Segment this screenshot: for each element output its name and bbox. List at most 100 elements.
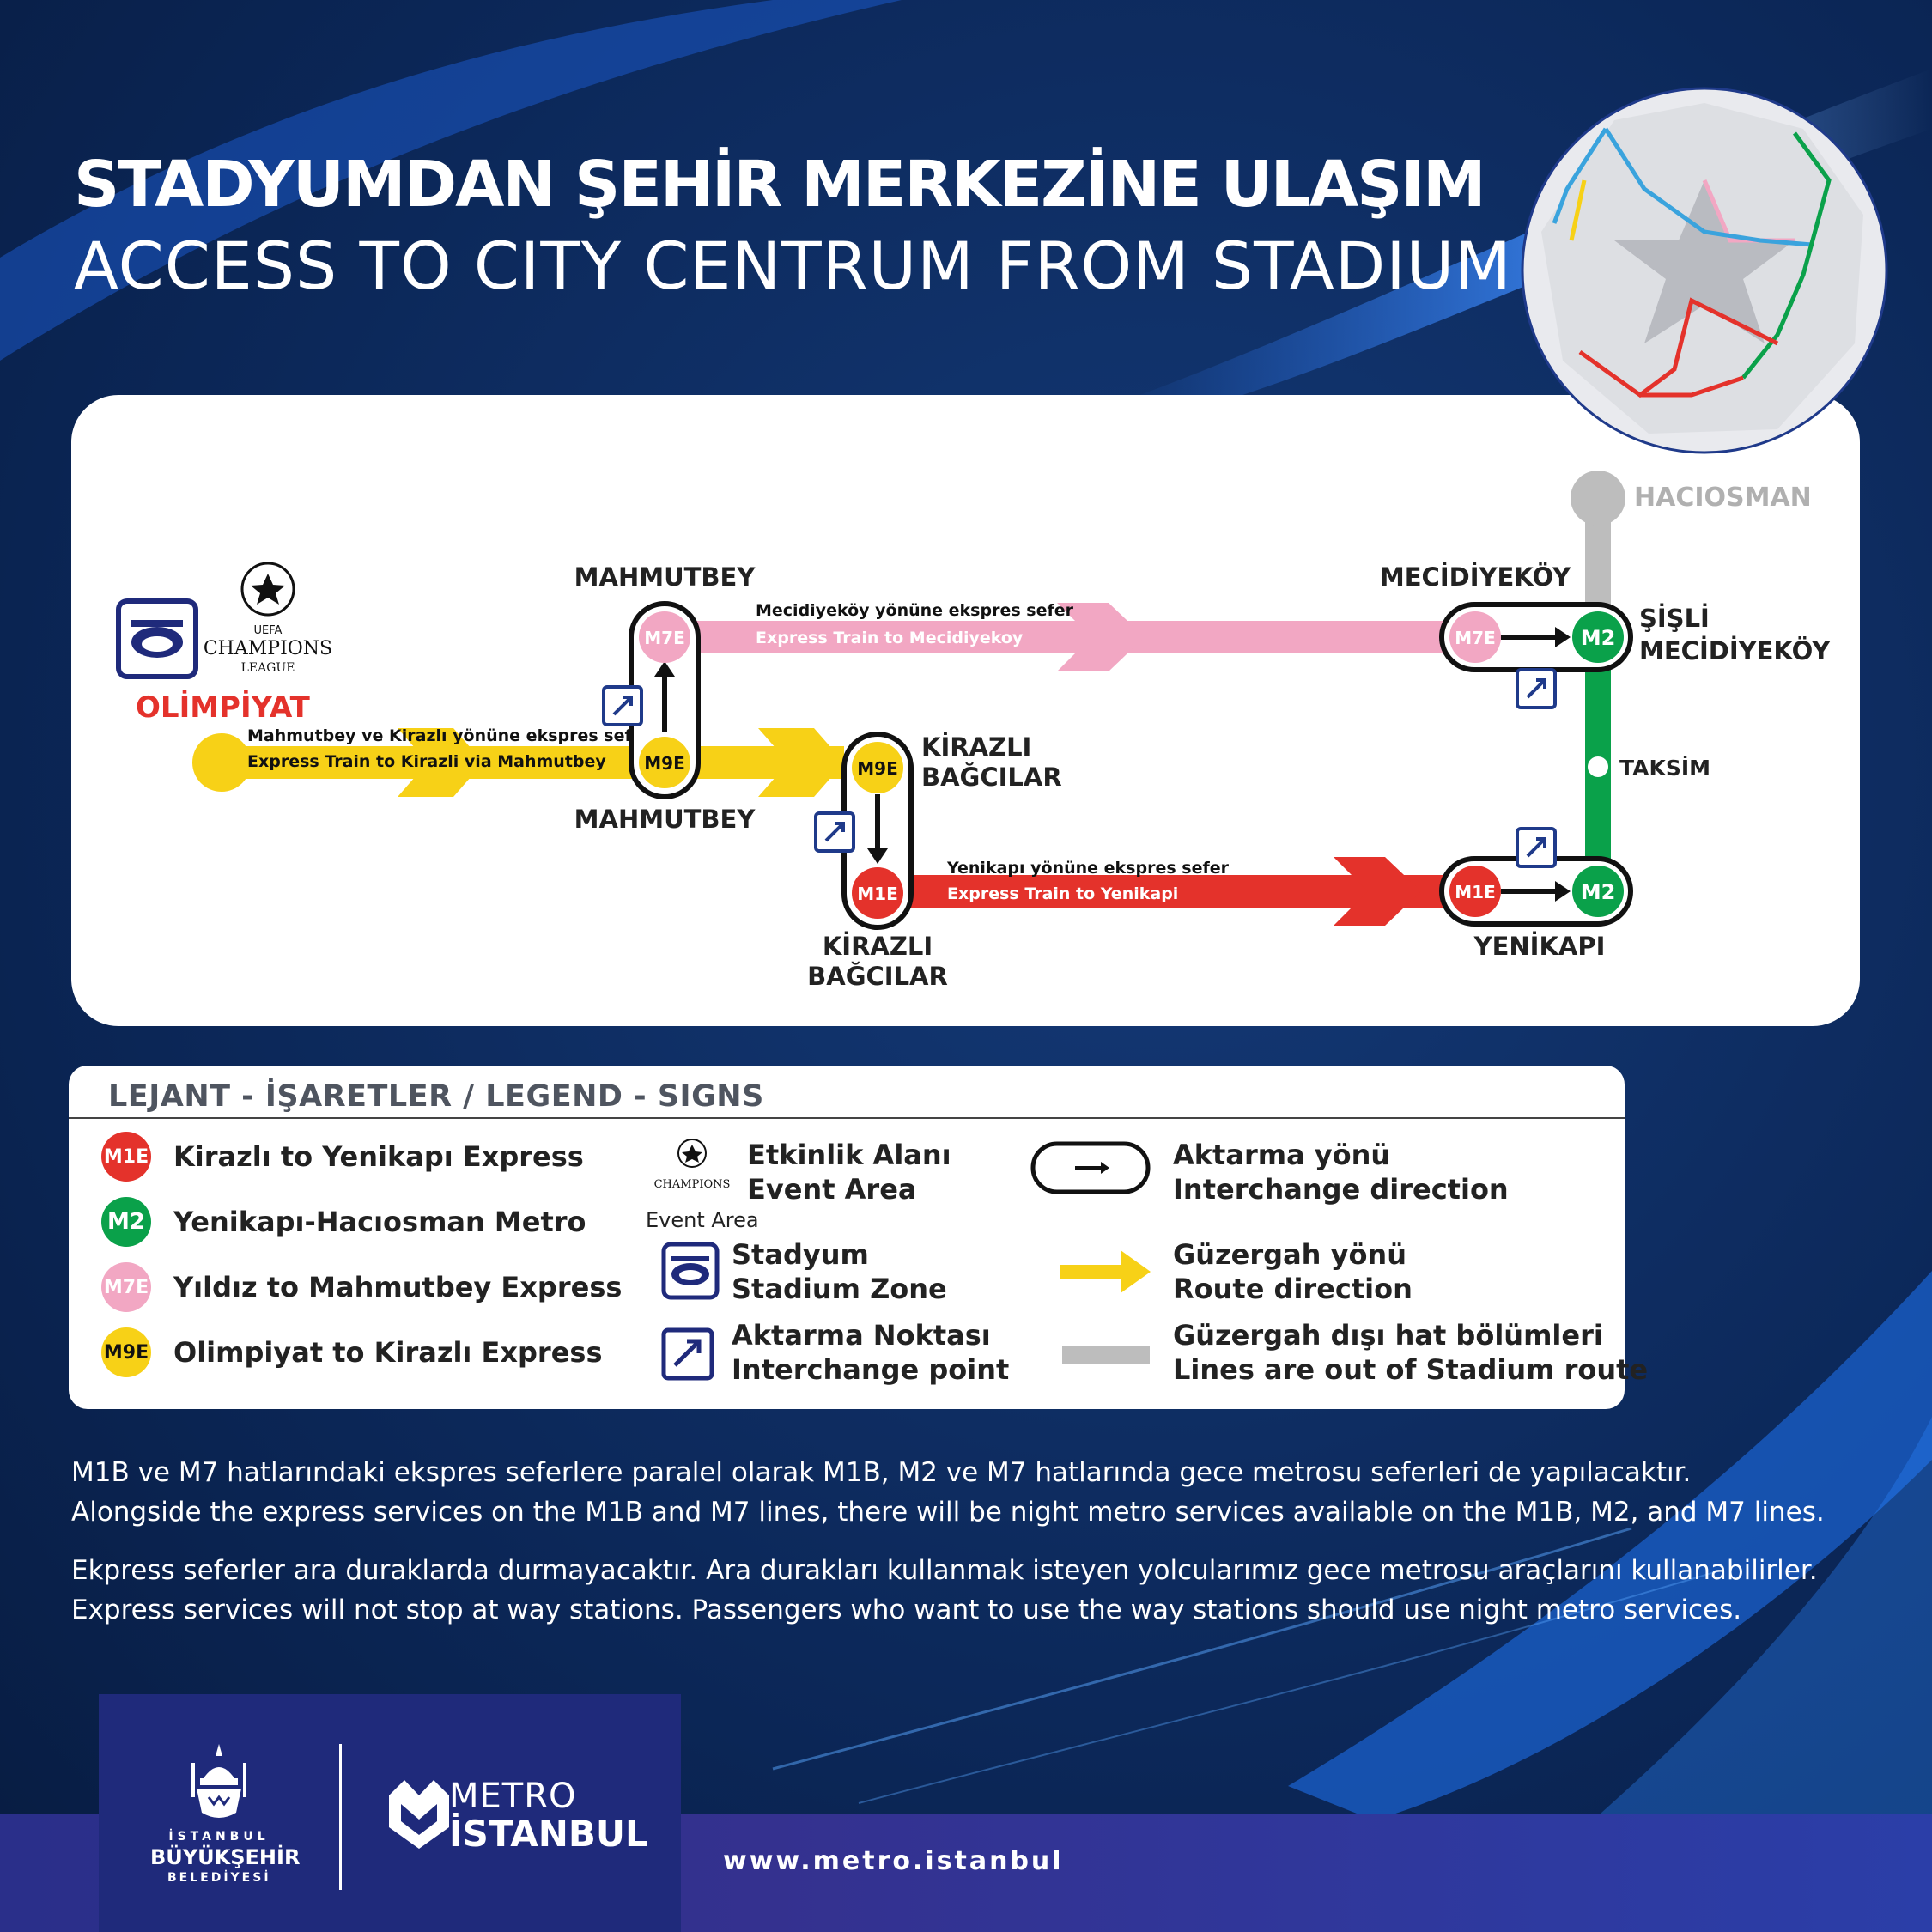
kirazli-top-label: KİRAZLI (921, 732, 1031, 762)
m9-badge: M9E (101, 1327, 151, 1377)
mahmutbey-m7-badge (639, 611, 690, 663)
legend-title: LEJANT - İŞARETLER / LEGEND - SIGNS (108, 1079, 764, 1114)
title-turkish: STADYUMDAN ŞEHİR MERKEZİNE ULAŞIM (74, 148, 1486, 222)
route-map-panel: HACIOSMAN TAKSİM Mahmutbey ve Kirazlı yö… (71, 395, 1860, 1026)
legend-panel: LEJANT - İŞARETLER / LEGEND - SIGNS M1E … (69, 1066, 1648, 1409)
note-2-turkish: Ekpress seferler ara duraklarda durmayac… (71, 1555, 1818, 1586)
interchange-icon (1516, 668, 1557, 709)
sisli-label: ŞİŞLİ (1639, 604, 1710, 633)
route-direction-label-tr: Güzergah yönü (1173, 1238, 1406, 1271)
yenikapi-label: YENİKAPI (1473, 932, 1606, 961)
sisli-mecidiyekoy-label: MECİDİYEKÖY (1639, 636, 1831, 665)
event-area-caption: Event Area (646, 1208, 759, 1232)
ibb-text-line3: BELEDİYESİ (167, 1871, 271, 1885)
stadium-icon (116, 598, 198, 679)
route-direction-label-en: Route direction (1173, 1273, 1413, 1305)
haciosman-label: HACIOSMAN (1634, 483, 1812, 513)
mahmutbey-m7-badge-text: M7E (644, 628, 684, 648)
event-area-icon: CHAMPIONS (654, 1139, 731, 1191)
bagcilar-bottom-label: BAĞCILAR (807, 962, 948, 991)
m7-badge: M7E (101, 1262, 151, 1312)
yenikapi-m1-badge (1449, 866, 1501, 917)
kirazli-bottom-label: KİRAZLI (823, 932, 933, 961)
yenikapi-m1-badge-text: M1E (1455, 882, 1495, 902)
taksim-station (1588, 756, 1608, 777)
m7-route-label-tr: Mecidiyeköy yönüne ekspres sefer (756, 601, 1074, 620)
mahmutbey-top-label: MAHMUTBEY (574, 562, 756, 592)
footer-logo-box: İSTANBUL BÜYÜKŞEHİR BELEDİYESİ METRO İST… (99, 1694, 681, 1932)
mahmutbey-arrowhead (654, 661, 675, 677)
mahmutbey-bottom-label: MAHMUTBEY (574, 805, 756, 834)
m1-route-label-tr: Yenikapı yönüne ekspres sefer (946, 859, 1230, 878)
event-area-ucl-text: CHAMPIONS (654, 1178, 731, 1191)
m7-route-label-en: Express Train to Mecidiyekoy (756, 629, 1024, 647)
off-route-line-sample (1062, 1346, 1150, 1364)
metro-text-line1: METRO (449, 1777, 577, 1816)
kirazli-arrowhead (867, 848, 888, 864)
off-route-label-tr: Güzergah dışı hat bölümleri (1173, 1319, 1603, 1352)
sisli-m2-badge-text: M2 (1581, 626, 1616, 650)
mecidiyekoy-arrowhead (1555, 627, 1571, 647)
website-url[interactable]: www.metro.istanbul (723, 1846, 1064, 1876)
metro-text-line2: İSTANBUL (449, 1813, 648, 1855)
m9-route-label-tr: Mahmutbey ve Kirazlı yönüne ekspres sefe… (247, 726, 652, 745)
interchange-direction-icon (1030, 1141, 1151, 1194)
legend-item-m2-label: Yenikapı-Hacıosman Metro (173, 1206, 586, 1238)
note-1-english: Alongside the express services on the M1… (71, 1497, 1825, 1528)
m1-badge: M1E (101, 1132, 151, 1182)
off-route-label-en: Lines are out of Stadium route (1173, 1353, 1649, 1386)
legend-item-m1: M1E Kirazlı to Yenikapı Express (101, 1132, 584, 1182)
legend-item-m9: M9E Olimpiyat to Kirazlı Express (101, 1327, 603, 1377)
ucl-text-league: LEAGUE (241, 661, 295, 675)
yenikapi-m2-badge-text: M2 (1581, 880, 1616, 904)
ucl-text-uefa: UEFA (254, 624, 283, 637)
route-direction-icon (1060, 1250, 1151, 1293)
mecidiyekoy-m7-badge-text: M7E (1455, 628, 1495, 648)
event-area-label-tr: Etkinlik Alanı (747, 1139, 951, 1171)
route-map: HACIOSMAN TAKSİM Mahmutbey ve Kirazlı yö… (116, 471, 1831, 991)
stadium-label-en: Stadium Zone (732, 1273, 947, 1305)
sisli-m2-badge (1572, 611, 1624, 663)
m9-route-arrow-1 (398, 728, 483, 797)
m1-route-arrow (1334, 857, 1421, 926)
olimpiyat-label: OLİMPİYAT (136, 690, 311, 725)
note-2-english: Express services will not stop at way st… (71, 1595, 1742, 1625)
ibb-text-line1: İSTANBUL (168, 1830, 270, 1844)
mecidiyekoy-label: MECİDİYEKÖY (1380, 562, 1571, 592)
legend-item-m1-label: Kirazlı to Yenikapı Express (173, 1140, 584, 1173)
legend-divider (69, 1117, 1625, 1119)
yenikapi-m2-badge (1572, 866, 1624, 917)
ucl-text-champions: CHAMPIONS (204, 638, 332, 659)
legend-item-m7: M7E Yıldız to Mahmutbey Express (101, 1262, 622, 1312)
olimpiyat-station (192, 733, 251, 792)
metro-istanbul-logo-icon (389, 1780, 449, 1849)
m7-route-arrow (1057, 603, 1145, 671)
interchange-direction-label-en: Interchange direction (1173, 1173, 1509, 1206)
m1-route-label-en: Express Train to Yenikapi (947, 884, 1178, 903)
m9-route-label-en: Express Train to Kirazli via Mahmutbey (247, 752, 606, 771)
footer-divider (339, 1744, 342, 1890)
interchange-direction-label-tr: Aktarma yönü (1173, 1139, 1391, 1171)
mahmutbey-m9-badge (639, 737, 690, 788)
stadium-icon (661, 1242, 720, 1300)
interchange-icon (602, 685, 643, 726)
legend-item-m7-label: Yıldız to Mahmutbey Express (173, 1271, 623, 1303)
kirazli-m1-badge-text: M1E (857, 884, 897, 904)
note-1-turkish: M1B ve M7 hatlarındaki ekspres seferlere… (71, 1457, 1692, 1488)
event-area-label-en: Event Area (747, 1173, 917, 1206)
network-minimap (1521, 87, 1888, 454)
champions-league-logo: UEFA CHAMPIONS LEAGUE (204, 562, 332, 675)
interchange-icon (661, 1327, 714, 1381)
mahmutbey-m9-badge-text: M9E (644, 753, 684, 774)
bagcilar-top-label: BAĞCILAR (921, 762, 1062, 792)
mecidiyekoy-m7-badge (1449, 611, 1501, 663)
m2-badge: M2 (101, 1197, 151, 1247)
legend-item-m9-label: Olimpiyat to Kirazlı Express (173, 1336, 603, 1369)
title-english: ACCESS TO CITY CENTRUM FROM STADIUM (74, 228, 1512, 304)
kirazli-m9-badge-text: M9E (857, 758, 897, 779)
ibb-text-line2: BÜYÜKŞEHİR (150, 1845, 301, 1869)
interchange-label-tr: Aktarma Noktası (732, 1319, 991, 1352)
ibb-logo-icon (191, 1744, 246, 1818)
yenikapi-arrowhead (1555, 881, 1571, 902)
interchange-icon (814, 811, 855, 853)
